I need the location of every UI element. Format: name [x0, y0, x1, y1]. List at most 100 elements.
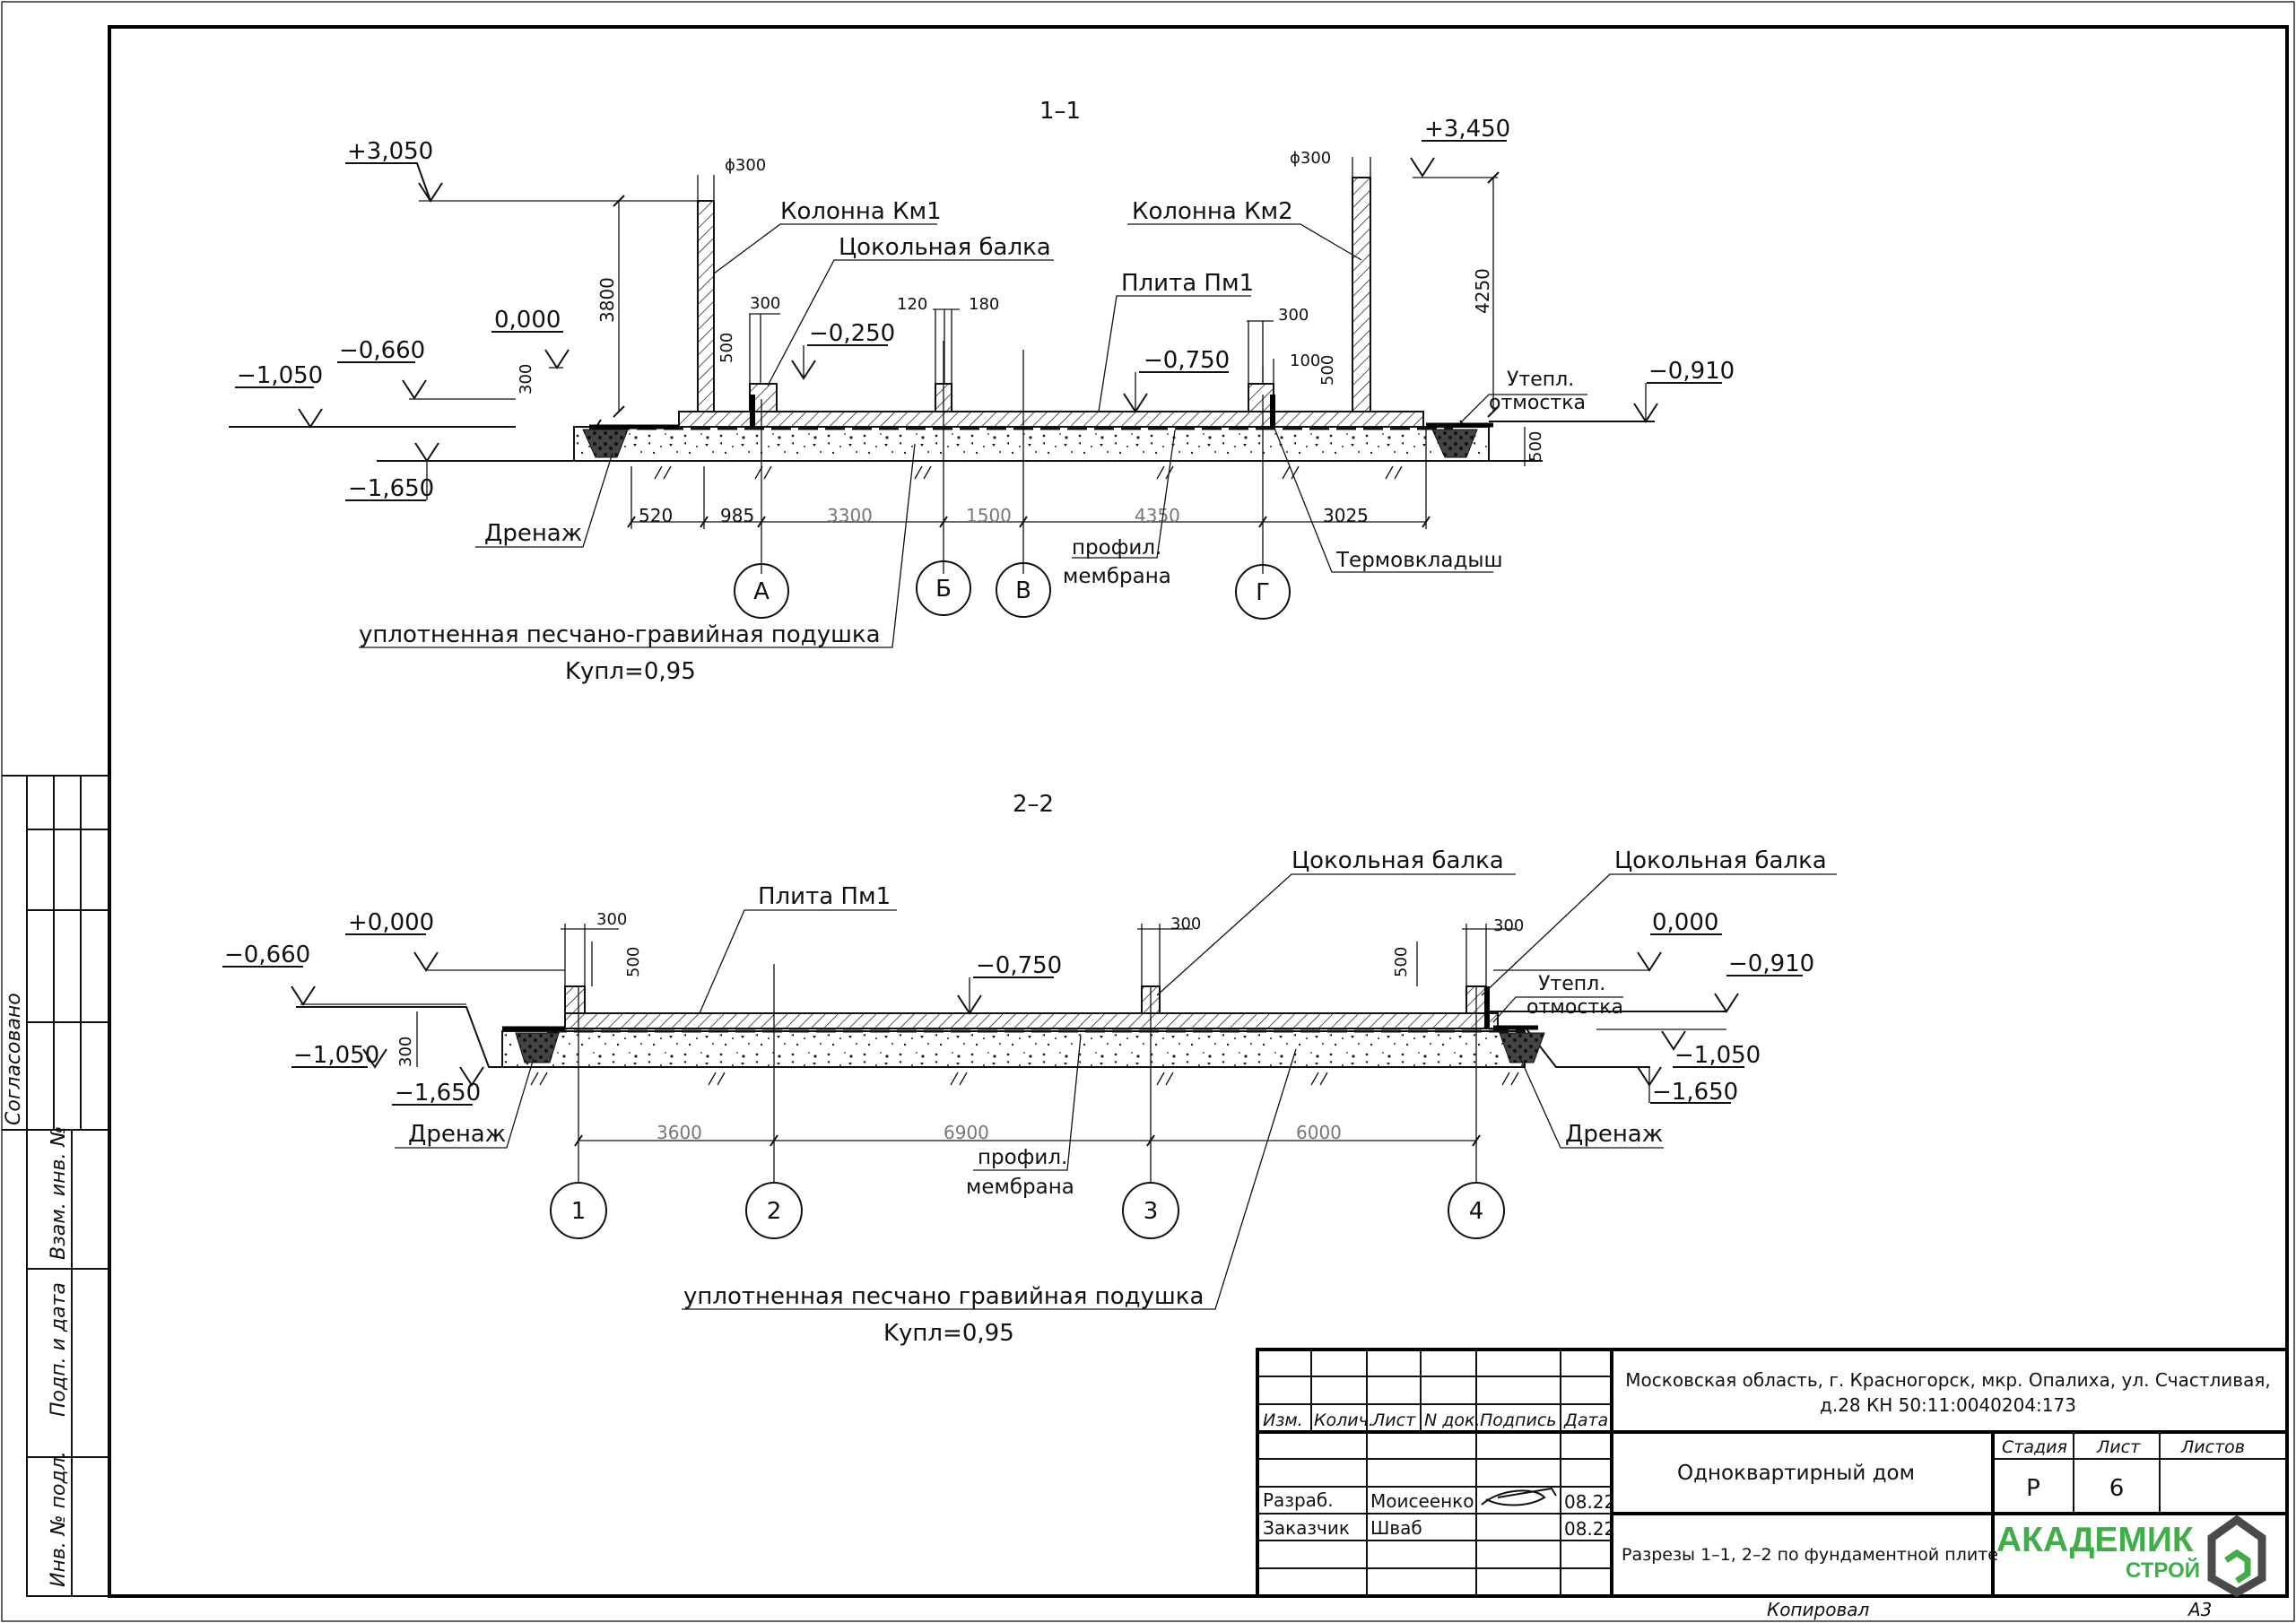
dim-3800-label: 3800 — [596, 277, 618, 323]
column-km1 — [697, 200, 715, 412]
drain-left — [582, 429, 629, 458]
svg-text:−1,650: −1,650 — [1652, 1079, 1738, 1106]
label-insul-1: Утепл. — [1507, 369, 1574, 391]
span-3300: 3300 — [827, 505, 873, 526]
svg-text:−0,250: −0,250 — [809, 320, 895, 347]
tb-role-2: Заказчик — [1263, 1517, 1350, 1539]
label2-cushion: уплотненная песчано гравийная подушка — [683, 1283, 1204, 1310]
svg-text:−0,750: −0,750 — [976, 952, 1062, 979]
company-logo: АКАДЕМИК СТРОЙ — [1996, 1515, 2266, 1598]
level2-minus0660: −0,660 — [222, 942, 466, 1006]
span-3600: 3600 — [657, 1122, 702, 1143]
leader2-slab — [699, 909, 897, 1014]
axis-bubble-b: Б — [916, 560, 971, 616]
column-km2 — [1352, 177, 1371, 412]
tb-sheet-value: 6 — [2109, 1475, 2125, 1502]
tb-address-2: д.28 КН 50:11:0040204:173 — [1820, 1394, 2076, 1416]
svg-text:2: 2 — [767, 1198, 782, 1225]
leader-drain — [475, 452, 613, 548]
span-4350: 4350 — [1135, 505, 1180, 526]
span-520: 520 — [639, 505, 673, 526]
tb-project: Одноквартирный дом — [1677, 1462, 1915, 1485]
dim-ticks-top — [697, 157, 1371, 384]
logo-main-text: АКАДЕМИК — [1996, 1521, 2194, 1559]
level-mark-minus0750: −0,750 — [1123, 347, 1230, 413]
section-2-title: 2–2 — [1013, 791, 1054, 818]
level2-minus1650-right: −1,650 — [1637, 1066, 1738, 1106]
plinth-beam-1 — [564, 985, 586, 1014]
dim-120: 120 — [897, 295, 927, 314]
axis-bubble-4: 4 — [1448, 1182, 1505, 1239]
tb-sheet-title: Разрезы 1–1, 2–2 по фундаментной плите — [1622, 1545, 1998, 1565]
svg-text:1: 1 — [571, 1198, 587, 1225]
dim2-300-v: 300 — [396, 1037, 415, 1067]
axis-bubble-3: 3 — [1122, 1182, 1179, 1239]
tb-date-2: 08.22 — [1564, 1518, 1615, 1540]
leader2-membrane — [973, 1035, 1082, 1171]
stamp-inv-vzam: Взам. инв. № — [48, 1126, 70, 1260]
level2-minus1050-right: −1,050 — [1661, 1030, 1761, 1069]
dim-3800 — [613, 195, 625, 418]
tb-col-ndok: N док. — [1424, 1410, 1481, 1430]
tb-col-data: Дата — [1563, 1410, 1608, 1430]
label-insul-2: отмостка — [1489, 392, 1586, 414]
leader2-insul — [1492, 996, 1623, 1023]
svg-text:−0,660: −0,660 — [224, 942, 310, 968]
sand-cushion — [573, 426, 1490, 462]
label2-membrane-1: профил. — [978, 1146, 1067, 1169]
leader-membrane — [1072, 430, 1176, 559]
label2-beam1: Цокольная балка — [1292, 847, 1504, 874]
tb-col-kolich: Колич. — [1314, 1410, 1374, 1430]
level-mark-0000: 0,000 — [491, 307, 570, 369]
leader-col1 — [713, 223, 937, 274]
tb-role-1: Разраб. — [1263, 1489, 1334, 1511]
label2-insul-1: Утепл. — [1538, 973, 1605, 995]
label-column-km1: Колонна Км1 — [780, 198, 942, 225]
dim2-300-b: 300 — [1170, 915, 1201, 933]
span-985: 985 — [720, 505, 754, 526]
label-cushion: уплотненная песчано-гравийная подушка — [359, 621, 881, 648]
sand-cushion-2 — [501, 1030, 1526, 1068]
label2-membrane-2: мембрана — [966, 1176, 1074, 1199]
tb-date-1: 08.22 — [1564, 1491, 1615, 1513]
svg-text:−0,910: −0,910 — [1648, 358, 1735, 385]
level-mark-minus1050: −1,050 — [235, 362, 323, 429]
soil-ticks-2 — [530, 1072, 1519, 1086]
dim-500-v2: 500 — [1318, 355, 1337, 386]
section-1-1: 1–1 — [229, 98, 1735, 685]
label-membrane-1: профил. — [1072, 536, 1161, 560]
leader-thermo — [1271, 421, 1493, 573]
dim-300-b: 300 — [1278, 306, 1309, 325]
dim-phi300-a: ϕ300 — [725, 156, 766, 175]
level2-minus1050: −1,050 — [291, 1042, 387, 1069]
leader-slab — [1098, 295, 1251, 412]
svg-text:0,000: 0,000 — [494, 307, 561, 334]
stamp-inv-podl: Инв. № подл. — [48, 1451, 70, 1587]
label2-beam2: Цокольная балка — [1614, 847, 1827, 874]
excavation-left — [377, 419, 602, 462]
span-3025: 3025 — [1323, 505, 1369, 526]
stamp-sign-date: Подп. и дата — [48, 1282, 70, 1417]
axis-bubble-1: 1 — [550, 1182, 607, 1239]
leader2-drain-left — [395, 1057, 535, 1149]
tb-address-1: Московская область, г. Красногорск, мкр.… — [1625, 1369, 2270, 1391]
left-stamp-strip: Согласовано Взам. инв. № Подп. и дата Ин… — [2, 775, 110, 1597]
section-1-title: 1–1 — [1039, 98, 1081, 125]
signature-image — [1481, 1487, 1557, 1506]
dimension-chain-1 — [627, 427, 1431, 529]
level-mark-minus0250: −0,250 — [791, 320, 895, 380]
svg-text:−1,650: −1,650 — [348, 475, 434, 502]
svg-text:Б: Б — [935, 576, 952, 603]
section-2-2: 2–2 3600 6900 6000 1 2 3 4 — [222, 791, 1837, 1347]
level2-minus0910: −0,910 — [1714, 950, 1814, 1013]
dim-4250-label: 4250 — [1472, 268, 1493, 314]
thermo-insert-left — [750, 395, 755, 427]
svg-text:−1,050: −1,050 — [293, 1042, 379, 1069]
label2-slab: Плита Пм1 — [758, 883, 891, 910]
svg-text:+3,050: +3,050 — [347, 138, 433, 165]
level-mark-minus0660: −0,660 — [337, 337, 516, 400]
leader2-beam2 — [1481, 873, 1837, 996]
svg-text:+0,000: +0,000 — [348, 909, 434, 936]
drain-right-2 — [1499, 1032, 1545, 1063]
axis-bubble-a: А — [734, 563, 789, 619]
